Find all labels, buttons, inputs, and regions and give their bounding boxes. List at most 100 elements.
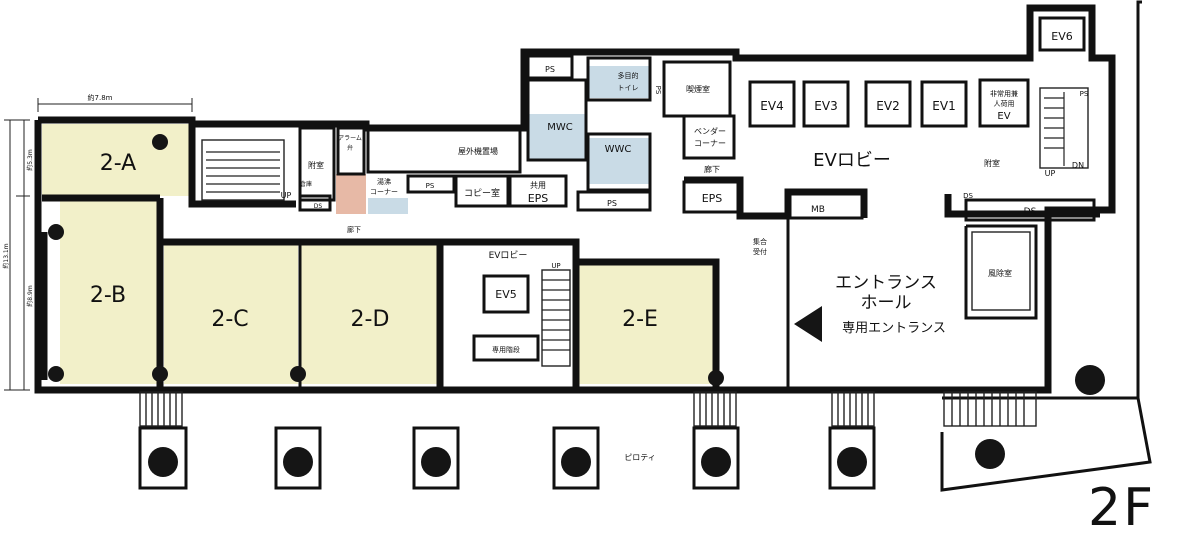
copy-room-box [454, 174, 510, 208]
kitchen-fill [368, 198, 408, 214]
room-fills [42, 66, 716, 384]
kitchen-pink-fill [336, 174, 366, 214]
mwc-box [526, 78, 588, 162]
piloti-base [412, 426, 460, 490]
alarm-label-1: アラーム [338, 135, 362, 142]
anteroom2-label: 附室 [984, 158, 1000, 168]
reception-label-1: 集合 [753, 237, 767, 246]
stair-entrance [971, 231, 1031, 311]
multipurpose-toilet-label-2: トイレ [618, 84, 639, 92]
columns [48, 134, 1105, 469]
tenant-2e-fill [578, 262, 716, 384]
outer-walls [34, 4, 1116, 394]
service-ev-label-1: 非常用兼 [990, 89, 1018, 98]
private-stairs-label: 専用階段 [492, 345, 520, 354]
piloti [138, 0, 1152, 492]
column [290, 366, 306, 382]
eps-box [508, 174, 568, 208]
ps-lower [576, 190, 652, 212]
piloti-column [148, 447, 178, 477]
piloti-base [828, 426, 876, 490]
anteroom-left-box [298, 126, 336, 202]
up-label-3: UP [1045, 169, 1056, 178]
tenant-e-box [576, 258, 720, 388]
shared-label: 共用 [530, 181, 546, 190]
ev5-label: EV5 [495, 288, 516, 301]
kitchen-label-1: 湯沸 [377, 177, 391, 186]
ev3-box [802, 80, 850, 128]
right-core [944, 194, 1100, 218]
ps4-label: PS [654, 86, 662, 95]
up-label-1: UP [281, 191, 292, 200]
column [975, 439, 1005, 469]
multipurpose-toilet-label-1: 多目的 [618, 71, 639, 80]
eps-label: EPS [528, 192, 549, 205]
column [48, 224, 64, 240]
column [152, 134, 168, 150]
ps5-label: PS [1080, 90, 1089, 98]
vending-box [682, 114, 736, 160]
ps-left-small [406, 174, 456, 194]
piloti-right-deck [942, 0, 1142, 400]
piloti-label: ピロティ [624, 453, 656, 462]
ev1-box [920, 80, 968, 128]
main-outline [34, 4, 1116, 394]
dim-top-label: 約7.8m [88, 93, 113, 102]
outdoor-unit-label: 屋外機置場 [458, 146, 498, 156]
piloti-column [421, 447, 451, 477]
ps-top-box [526, 54, 574, 80]
piloti-base [692, 426, 740, 490]
outdoor-unit-box [366, 126, 522, 174]
piloti-column [561, 447, 591, 477]
ev4-label: EV4 [760, 99, 783, 113]
floor-label: 2F [1088, 478, 1155, 538]
ev-lobby-main-label: EVロビー [813, 150, 891, 171]
vending-label-1: ベンダー [694, 126, 726, 136]
ev3-label: EV3 [814, 99, 837, 113]
tenant-2c-fill [164, 244, 298, 384]
multipurpose-toilet-box [586, 56, 652, 102]
eps-right-box [682, 180, 742, 214]
ds-left [298, 194, 332, 212]
lobby-mid-walls [684, 176, 868, 220]
piloti-base [274, 426, 322, 490]
ds1-label: DS [1024, 207, 1037, 217]
alarm-box [336, 126, 366, 176]
ev6-label: EV6 [1051, 30, 1072, 43]
anteroom1-label: 附室 [308, 160, 324, 170]
up-label-2: UP [551, 262, 560, 270]
mb-label: MB [811, 205, 825, 215]
piloti-base [138, 426, 188, 490]
column [48, 366, 64, 382]
eps2-label: EPS [702, 192, 723, 205]
column [708, 370, 724, 386]
service-ev-label-3: EV [997, 111, 1010, 122]
ev6-box [1038, 16, 1086, 52]
dim-left-a-label: 約5.3m [26, 149, 34, 171]
tenant-2d-label: 2-D [351, 307, 390, 332]
ps1-label: PS [545, 65, 555, 74]
ps3-label: PS [426, 182, 435, 190]
evlobby-box [440, 238, 580, 388]
stair-right [1039, 87, 1089, 169]
stair-treads [139, 391, 1037, 427]
wwc-label: WWC [605, 144, 632, 155]
mwc-label: MWC [547, 122, 573, 133]
ds3-label: DS [963, 192, 973, 200]
tenant-2e-label: 2-E [622, 307, 658, 332]
tenant-2a-fill [42, 124, 190, 196]
stairs [201, 87, 1089, 367]
ev1-label: EV1 [932, 99, 955, 113]
tenant-2c-label: 2-C [211, 307, 248, 332]
copy-room-label: コピー室 [464, 187, 500, 199]
mb-box [788, 192, 864, 220]
service-ev-box [978, 78, 1030, 128]
exhaust-room [964, 224, 1038, 320]
ev4-box [748, 80, 796, 128]
reception-label-2: 受付 [753, 247, 767, 256]
wwc-fill [588, 138, 650, 184]
vending-label-2: コーナー [694, 139, 726, 148]
dn-label: DN [1072, 161, 1084, 170]
upper-left-block [188, 124, 296, 208]
tenant-2b-fill [60, 198, 160, 384]
